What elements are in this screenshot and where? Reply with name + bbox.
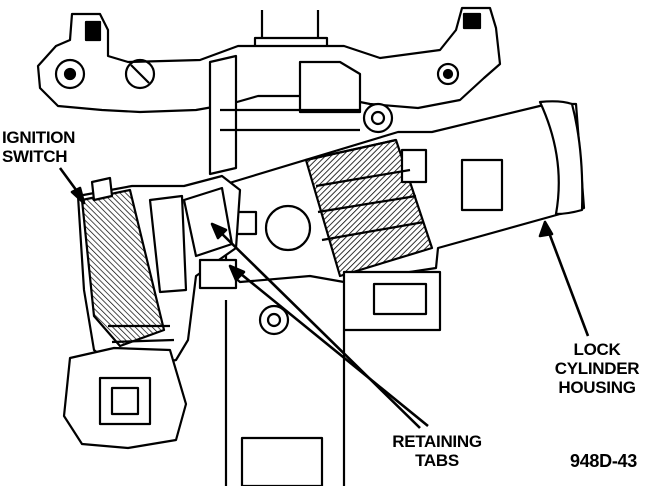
ignition-switch-label-line-2: SWITCH <box>2 147 68 166</box>
lock-cylinder-housing-label-line-1: LOCK <box>573 340 621 359</box>
retaining-tabs-label: RETAINING TABS <box>372 432 502 470</box>
lock-cylinder-housing-label: LOCK CYLINDER HOUSING <box>532 340 662 397</box>
retaining-tabs-label-line-1: RETAINING <box>392 432 482 451</box>
lock-cylinder-housing-label-line-3: HOUSING <box>558 378 636 397</box>
leader-lines <box>58 167 590 429</box>
ignition-switch-label-line-1: IGNITION <box>2 128 76 147</box>
lock-cylinder-housing <box>224 100 586 336</box>
mounting-bracket <box>36 6 502 176</box>
retaining-tabs-label-line-2: TABS <box>415 451 459 470</box>
figure-code: 948D-43 <box>570 451 637 471</box>
ignition-switch-label: IGNITION SWITCH <box>2 128 75 166</box>
ignition-switch <box>62 174 242 450</box>
lock-cylinder-housing-label-line-2: CYLINDER <box>554 359 640 378</box>
